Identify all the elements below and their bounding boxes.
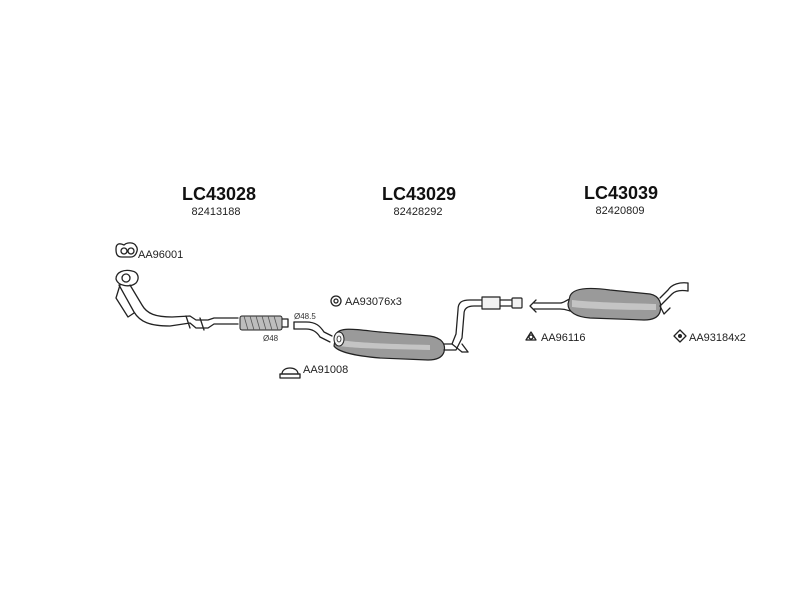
section-code-front: LC43028: [182, 184, 256, 204]
part-hanger[interactable]: AA93184x2: [673, 329, 746, 344]
section-middle[interactable]: LC43029 82428292: [382, 184, 456, 218]
part-label-hanger: AA93184x2: [689, 332, 746, 344]
middle-outlet-pipe[interactable]: [443, 296, 523, 353]
dimension-outer: Ø48.5: [294, 312, 316, 321]
section-front[interactable]: LC43028 82413188: [182, 184, 256, 218]
part-label-clamp: AA91008: [303, 364, 348, 376]
middle-muffler[interactable]: [333, 328, 446, 361]
dimension-callouts: Ø48.5 Ø48: [263, 312, 316, 343]
section-rear[interactable]: LC43039 82420809: [584, 183, 658, 217]
part-clamp[interactable]: AA91008: [279, 364, 348, 379]
part-gasket-rear[interactable]: AA96116: [525, 331, 585, 344]
section-code-rear: LC43039: [584, 183, 658, 203]
gasket-icon: [115, 242, 138, 258]
part-label-rubber-ring: AA93076x3: [345, 296, 402, 308]
section-number-middle: 82428292: [394, 206, 443, 218]
section-code-middle: LC43029: [382, 184, 456, 204]
middle-inlet-pipe[interactable]: [293, 321, 333, 343]
rear-muffler[interactable]: [529, 282, 689, 321]
hanger-icon: [673, 329, 687, 343]
part-gasket-front[interactable]: AA96001: [115, 242, 183, 261]
part-rubber-ring[interactable]: AA93076x3: [330, 295, 402, 308]
rubber-ring-icon: [330, 295, 342, 307]
dimension-inner: Ø48: [263, 334, 279, 343]
part-label-gasket-front: AA96001: [138, 249, 183, 261]
part-label-gasket-rear: AA96116: [541, 332, 585, 344]
section-number-front: 82413188: [192, 206, 241, 218]
front-pipe[interactable]: [115, 269, 239, 331]
clamp-icon: [279, 367, 301, 379]
gasket-icon: [525, 331, 537, 341]
flex-section[interactable]: [239, 315, 289, 331]
section-number-rear: 82420809: [596, 205, 645, 217]
